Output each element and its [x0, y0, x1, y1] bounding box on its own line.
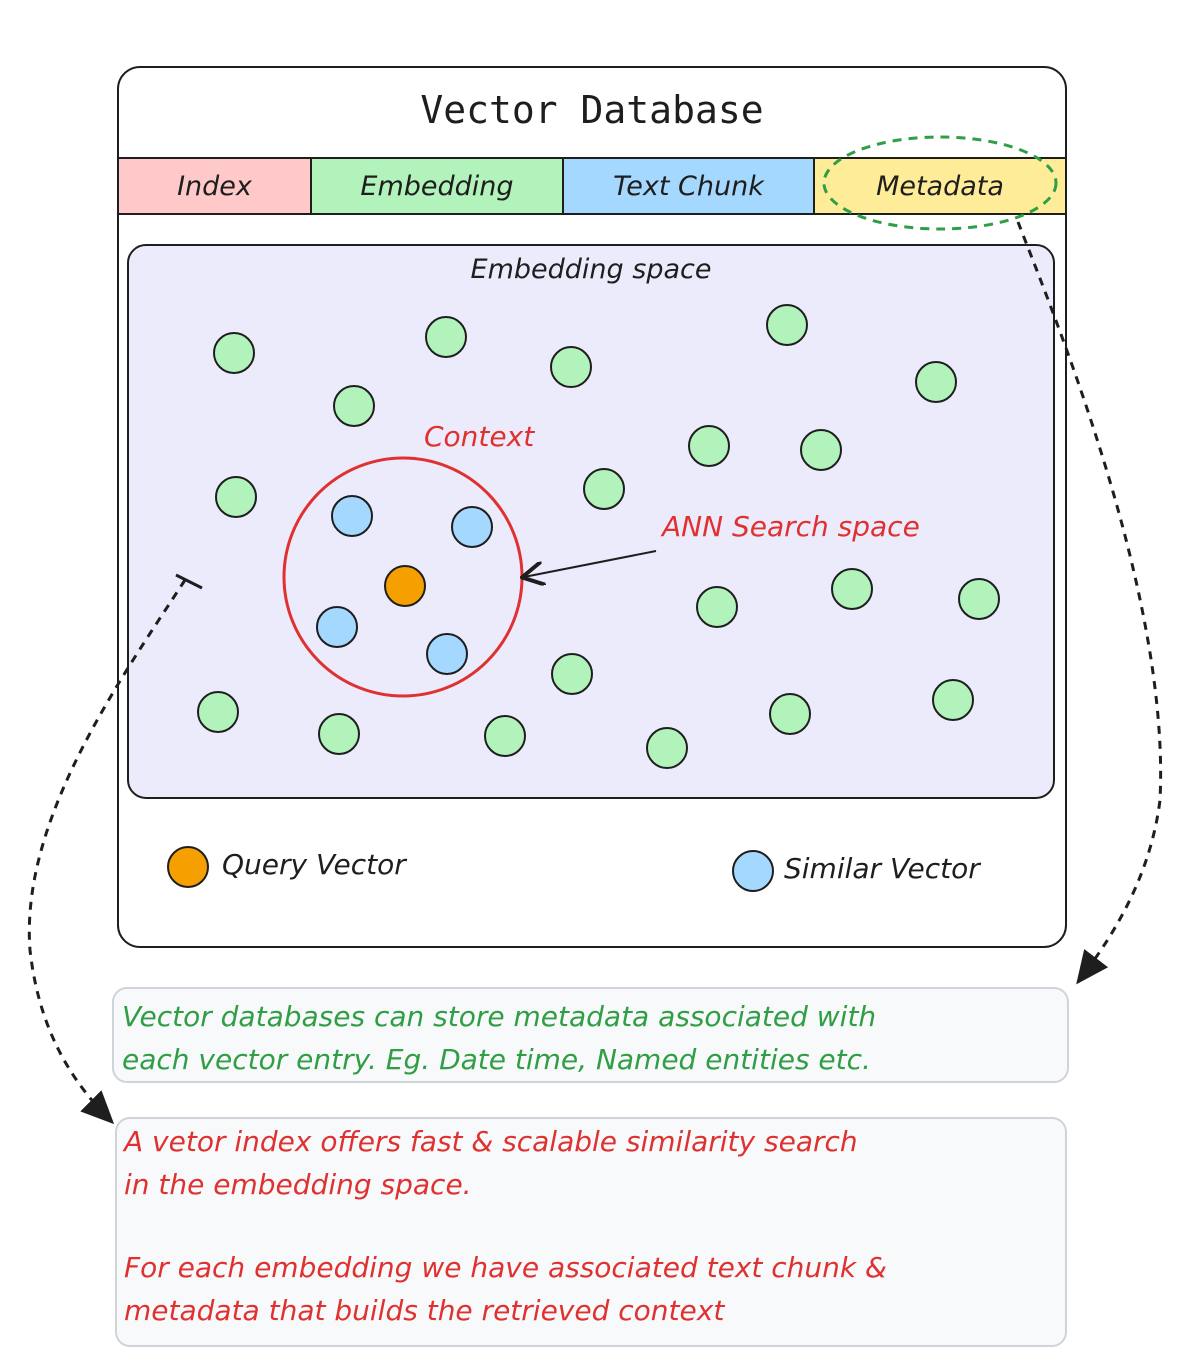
- diagram-title: Vector Database: [420, 88, 764, 132]
- metadata-note: Vector databases can store metadata asso…: [122, 995, 1072, 1081]
- index-note-box: [115, 1117, 1067, 1347]
- vector-point: [425, 316, 467, 358]
- ann-search-label: ANN Search space: [662, 510, 920, 543]
- vector-point: [550, 346, 592, 388]
- vector-point: [831, 568, 873, 610]
- vector-point: [333, 385, 375, 427]
- metadata-note-line: Vector databases can store metadata asso…: [122, 1000, 877, 1033]
- vector-point: [800, 429, 842, 471]
- metadata-note-box: [112, 987, 1069, 1083]
- vector-point: [551, 653, 593, 695]
- vector-point: [766, 304, 808, 346]
- legend-query-label: Query Vector: [222, 848, 406, 881]
- legend-similar-label: Similar Vector: [784, 852, 980, 885]
- field-text-chunk: [562, 157, 815, 215]
- query-vector-point: [384, 565, 426, 607]
- similar-vector-point: [451, 506, 493, 548]
- vector-point: [215, 476, 257, 518]
- ann-arrow: [524, 550, 657, 577]
- field-index: [117, 157, 312, 215]
- vector-point: [318, 713, 360, 755]
- vector-point: [213, 332, 255, 374]
- index-arrow-tail: [175, 573, 203, 590]
- index-note-line: metadata that builds the retrieved conte…: [124, 1294, 725, 1327]
- field-text-chunk-label: Text Chunk: [613, 170, 764, 202]
- index-note: A vetor index offers fast & scalable sim…: [124, 1120, 1064, 1332]
- vector-point: [646, 727, 688, 769]
- index-note-line: A vetor index offers fast & scalable sim…: [124, 1125, 858, 1158]
- metadata-arrow: [1016, 221, 1163, 985]
- vector-point: [696, 586, 738, 628]
- field-metadata: [813, 157, 1067, 215]
- vector-point: [688, 425, 730, 467]
- field-metadata-label: Metadata: [876, 170, 1004, 202]
- field-index-label: Index: [177, 170, 252, 202]
- legend-query-dot: [167, 846, 209, 888]
- index-arrow: [27, 579, 187, 1125]
- vector-point: [769, 693, 811, 735]
- similar-vector-point: [316, 606, 358, 648]
- metadata-highlight: [822, 135, 1058, 231]
- vector-point: [958, 578, 1000, 620]
- embedding-space-box: [127, 244, 1055, 799]
- vector-point: [484, 715, 526, 757]
- metadata-note-line: each vector entry. Eg. Date time, Named …: [122, 1043, 871, 1076]
- index-note-line: For each embedding we have associated te…: [124, 1251, 887, 1284]
- vector-point: [932, 679, 974, 721]
- embedding-space-label: Embedding space: [470, 254, 712, 285]
- vector-point: [197, 691, 239, 733]
- index-note-line: in the embedding space.: [124, 1168, 472, 1201]
- vector-point: [915, 361, 957, 403]
- field-embedding: [310, 157, 564, 215]
- context-label: Context: [424, 420, 535, 453]
- similar-vector-point: [426, 633, 468, 675]
- similar-vector-point: [331, 495, 373, 537]
- vector-point: [583, 468, 625, 510]
- field-embedding-label: Embedding: [360, 170, 514, 202]
- legend-similar-dot: [732, 850, 774, 892]
